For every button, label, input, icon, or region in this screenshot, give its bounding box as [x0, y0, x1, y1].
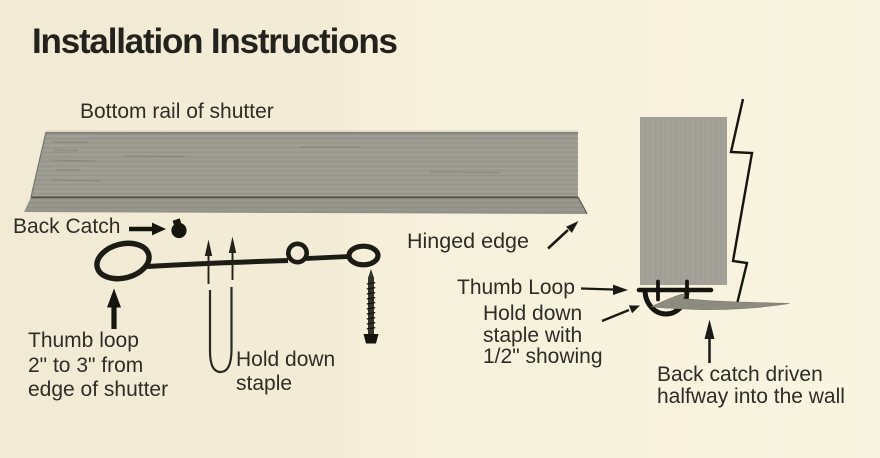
shutter-edge-drawing: [640, 117, 727, 285]
thumb-loop-note-line2: 2" to 3" from: [28, 353, 144, 377]
thumb-loop-pointer: [580, 284, 628, 295]
hold-down-staple-line1: Hold down: [236, 348, 336, 371]
hinged-edge-arrow: [547, 221, 579, 250]
back-catch-note-line1: Back catch driven: [657, 363, 823, 386]
bottom-rail-label: Bottom rail of shutter: [80, 100, 274, 123]
screw-drawing: [363, 269, 379, 344]
thumb-loop-note-line3: edge of shutter: [28, 378, 169, 401]
staple-direction-arrows: [204, 236, 237, 284]
hold-down-hook-drawing: [94, 240, 381, 282]
back-catch-note: Back catch driven halfway into the wall: [657, 364, 845, 407]
hold-down-pointer: [601, 305, 640, 323]
hold-down-note-line2: staple with: [483, 323, 583, 347]
hold-down-note-line1: Hold down: [483, 302, 583, 325]
back-catch-label: Back Catch: [13, 215, 121, 238]
page-title: Installation Instructions: [32, 22, 398, 61]
hinged-edge-label: Hinged edge: [407, 229, 529, 253]
hold-down-staple-drawing: [208, 287, 233, 374]
hold-down-staple-label: Hold down staple: [236, 348, 335, 396]
back-catch-blade-drawing: [650, 293, 790, 310]
thumb-loop-label: Thumb Loop: [457, 276, 575, 299]
back-catch-pointer: [704, 319, 715, 363]
back-catch-note-line2: halfway into the wall: [657, 384, 845, 408]
bottom-rail-drawing: [24, 130, 588, 214]
hold-down-note: Hold down staple with 1/2" showing: [483, 303, 603, 368]
wall-break-line: [729, 98, 754, 305]
thumb-loop-arrow: [107, 288, 121, 329]
back-catch-icon: [171, 218, 187, 239]
hold-down-note-line3: 1/2" showing: [483, 345, 603, 368]
thumb-loop-note-line1: Thumb loop: [28, 329, 139, 352]
hold-down-staple-line2: staple: [236, 372, 293, 395]
thumb-loop-note: Thumb loop 2" to 3" from edge of shutter: [28, 329, 168, 403]
back-catch-arrow: [129, 222, 166, 236]
